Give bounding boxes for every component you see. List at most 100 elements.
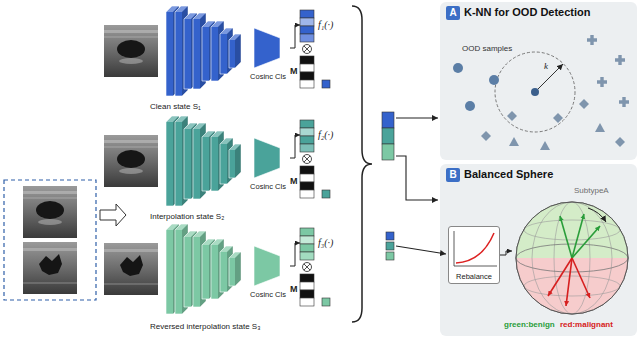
fused-features [382, 128, 394, 144]
branch-clean [300, 26, 314, 34]
panel-letter: B [448, 168, 458, 182]
classifier-head: Cosinc Cls [246, 26, 290, 81]
branch-reversed [166, 224, 241, 314]
input-images [4, 180, 96, 300]
classifier-label: Cosinc Cls [246, 182, 290, 191]
branch-interpolation [300, 190, 314, 198]
branch-reversed [300, 252, 314, 260]
sphere-art [532, 202, 612, 314]
branch-clean [166, 6, 241, 96]
sphere-art [572, 258, 590, 298]
branch-reversed [104, 224, 330, 314]
branch-clean [300, 64, 314, 72]
sphere-art [560, 216, 572, 258]
classifier-label: Cosinc Cls [246, 290, 290, 299]
branch-clean [303, 45, 312, 54]
function-label: f₃(·) [318, 237, 333, 249]
branch-interpolation [304, 156, 310, 162]
classifier-shape [246, 26, 290, 70]
subtype-label: SubtypeA [574, 186, 632, 196]
brace [352, 6, 372, 322]
input-images [23, 242, 77, 294]
sphere-art [566, 258, 572, 306]
state-caption: Interpolation state S₂ [150, 212, 224, 222]
memory-label: M [290, 66, 298, 77]
sphere-art [560, 214, 600, 258]
branch-interpolation [300, 136, 314, 144]
sphere-art [516, 202, 628, 314]
sphere-art [524, 276, 620, 296]
knn-scatter [531, 88, 539, 96]
sphere-art [516, 202, 628, 314]
branch-interpolation [300, 174, 314, 182]
branch-clean [104, 25, 158, 77]
classifier-shape [246, 244, 290, 288]
classifier-shape [254, 138, 280, 178]
function-label: f₁(·) [318, 19, 333, 31]
fused-features [386, 232, 394, 240]
branch-reversed [303, 263, 312, 272]
rebalance-label: Rebalance [456, 272, 492, 281]
branch-clean [304, 46, 310, 52]
branch-reversed [300, 236, 314, 244]
fused-features [382, 112, 394, 260]
benign-label: green:benign [504, 320, 555, 330]
branch-reversed [300, 228, 314, 236]
hollow-arrow [100, 204, 126, 226]
branch-clean [300, 18, 314, 26]
memory-label: M [290, 284, 298, 295]
knn-scatter [453, 63, 463, 73]
flow-arrow [396, 117, 438, 118]
panel-badge: A [446, 6, 460, 20]
classifier-shape [246, 136, 290, 180]
branch-interpolation [303, 155, 312, 164]
branch-reversed [304, 264, 310, 270]
connector [290, 25, 300, 48]
input-images [23, 186, 77, 238]
input-images [4, 180, 96, 300]
malignant-label: red:malignant [560, 320, 613, 330]
ood-label: OOD samples [462, 44, 512, 54]
branch-clean [104, 6, 330, 96]
sphere-art [572, 226, 600, 258]
sphere-art [554, 202, 590, 314]
flow-arrow [396, 118, 446, 254]
branch-interpolation [104, 135, 158, 187]
panel-title: Balanced Sphere [464, 168, 631, 181]
sphere-outline [516, 202, 628, 314]
classifier-shape [254, 246, 280, 286]
sphere-art [524, 220, 620, 240]
flow-arrow [396, 246, 446, 254]
panel-title: K-NN for OOD Detection [464, 6, 631, 19]
function-label: f₂(·) [318, 129, 333, 141]
branch-clean [300, 72, 314, 80]
panel-badge: B [446, 168, 460, 182]
state-caption: Clean state S₁ [150, 102, 201, 112]
flow-arrow [396, 156, 438, 200]
classifier-shape [254, 28, 280, 68]
branch-interpolation [322, 190, 330, 198]
fused-features [382, 144, 394, 160]
connector [290, 243, 300, 266]
branch-reversed [300, 282, 314, 290]
branch-clean [300, 56, 314, 64]
branch-clean [300, 10, 314, 18]
fused-features [382, 112, 394, 128]
branch-reversed [300, 298, 314, 306]
connector [290, 135, 300, 158]
state-caption: Reversed interpolation state S₃ [150, 322, 260, 332]
panel-box: K-NN for OOD Detection A [440, 2, 637, 160]
knn-scatter [489, 75, 499, 85]
memory-label: M [290, 176, 298, 187]
branch-clean [322, 80, 330, 88]
sphere-art [548, 258, 590, 306]
branch-reversed [300, 290, 314, 298]
rebalance-box: Rebalance [448, 226, 500, 284]
k-label: k [544, 61, 548, 72]
sphere-art [524, 202, 620, 314]
branch-reversed [322, 298, 330, 306]
brace [352, 6, 372, 322]
classifier-head: Cosinc Cls [246, 244, 290, 299]
classifier-head: Cosinc Cls [246, 136, 290, 191]
branch-clean [300, 80, 314, 88]
